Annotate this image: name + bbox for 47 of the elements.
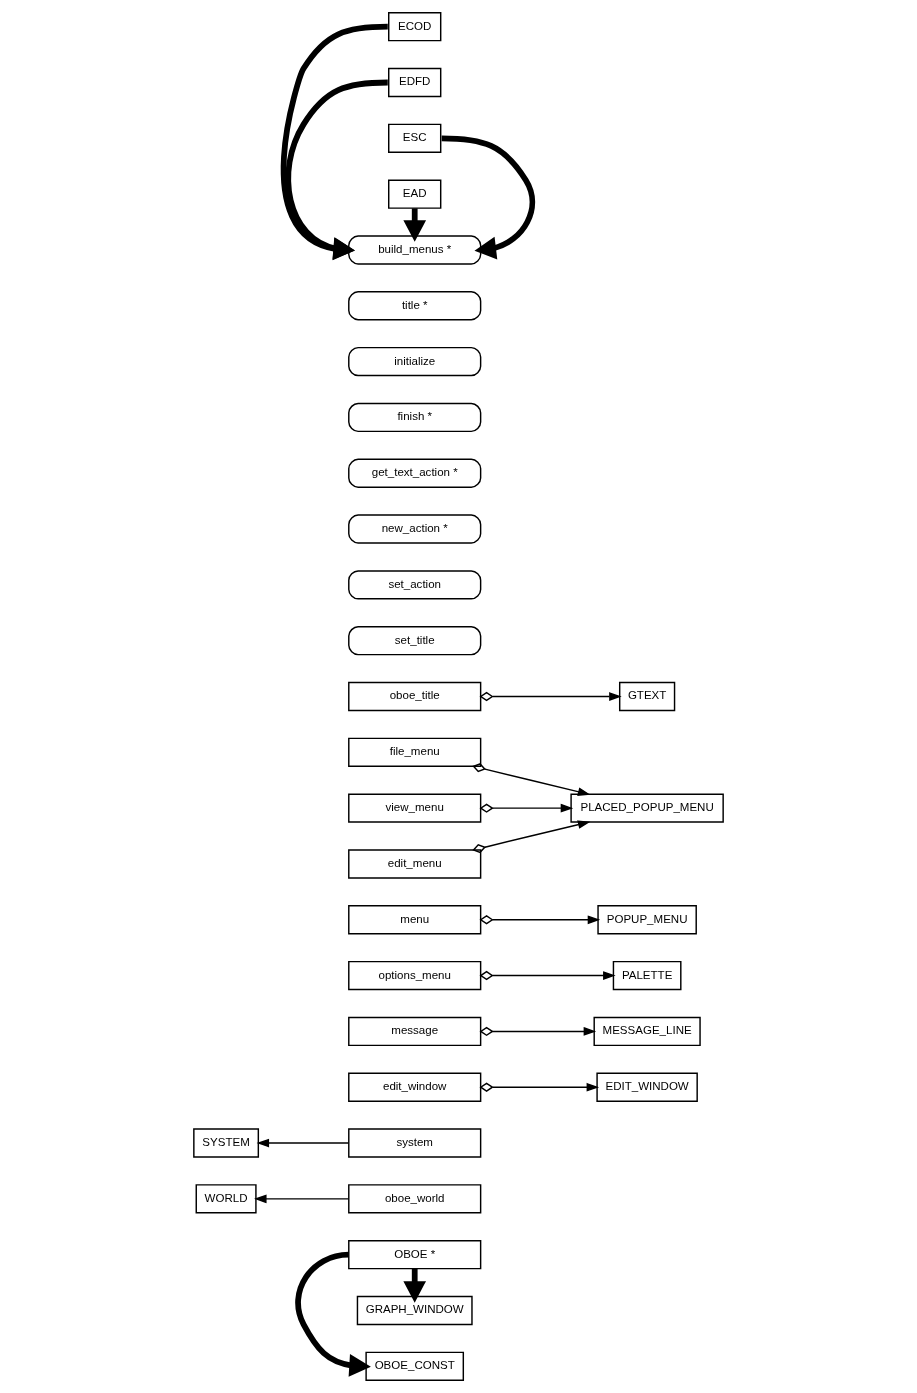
node-box: message <box>348 1016 482 1047</box>
arrow <box>254 1194 350 1204</box>
node-box: EDFD <box>388 67 442 98</box>
node-box: edit_menu <box>348 849 482 879</box>
arrow <box>479 970 616 981</box>
node-box: ECOD <box>388 12 442 42</box>
node-box: build_menus * <box>348 235 482 265</box>
node-box: system <box>348 1128 482 1158</box>
arrow <box>479 691 622 702</box>
node-box: WORLD <box>195 1184 257 1214</box>
node-box: GTEXT <box>619 681 676 712</box>
arrow <box>479 915 601 925</box>
node-box: get_text_action * <box>348 458 482 488</box>
node-box: SYSTEM <box>193 1128 260 1158</box>
node-box: POPUP_MENU <box>597 905 697 935</box>
node-box: view_menu <box>348 793 482 823</box>
node-box: options_menu <box>348 960 482 991</box>
node-box: title * <box>348 291 482 321</box>
node-box: new_action * <box>348 514 482 544</box>
arrow <box>479 1026 597 1037</box>
node-box: MESSAGE_LINE <box>593 1016 701 1047</box>
arrow <box>295 1251 371 1377</box>
node-box: GRAPH_WINDOW <box>356 1295 473 1326</box>
node-box: set_action <box>348 570 482 600</box>
node-box: PLACED_POPUP_MENU <box>570 793 724 823</box>
node-box: finish * <box>348 402 482 433</box>
node-box: edit_window <box>348 1072 482 1102</box>
node-box: oboe_world <box>348 1184 482 1214</box>
arrow <box>479 1082 600 1092</box>
node-box: EDIT_WINDOW <box>596 1072 698 1102</box>
arrow <box>256 1138 350 1148</box>
node-box: oboe_title <box>348 681 482 712</box>
node-box: EAD <box>388 179 442 209</box>
arrow <box>472 820 591 854</box>
node-box: ESC <box>388 123 442 153</box>
node-box: initialize <box>348 346 482 377</box>
arrow <box>479 803 574 813</box>
node-box: set_title <box>348 626 482 656</box>
node-box: OBOE_CONST <box>365 1351 465 1381</box>
node-box: PALETTE <box>612 960 682 991</box>
node-box: menu <box>348 905 482 935</box>
node-box: OBOE * <box>348 1240 482 1270</box>
node-box: file_menu <box>348 737 482 767</box>
arrow <box>280 23 388 261</box>
arrow <box>472 763 591 796</box>
arrow <box>285 79 388 260</box>
arrow <box>441 135 536 260</box>
